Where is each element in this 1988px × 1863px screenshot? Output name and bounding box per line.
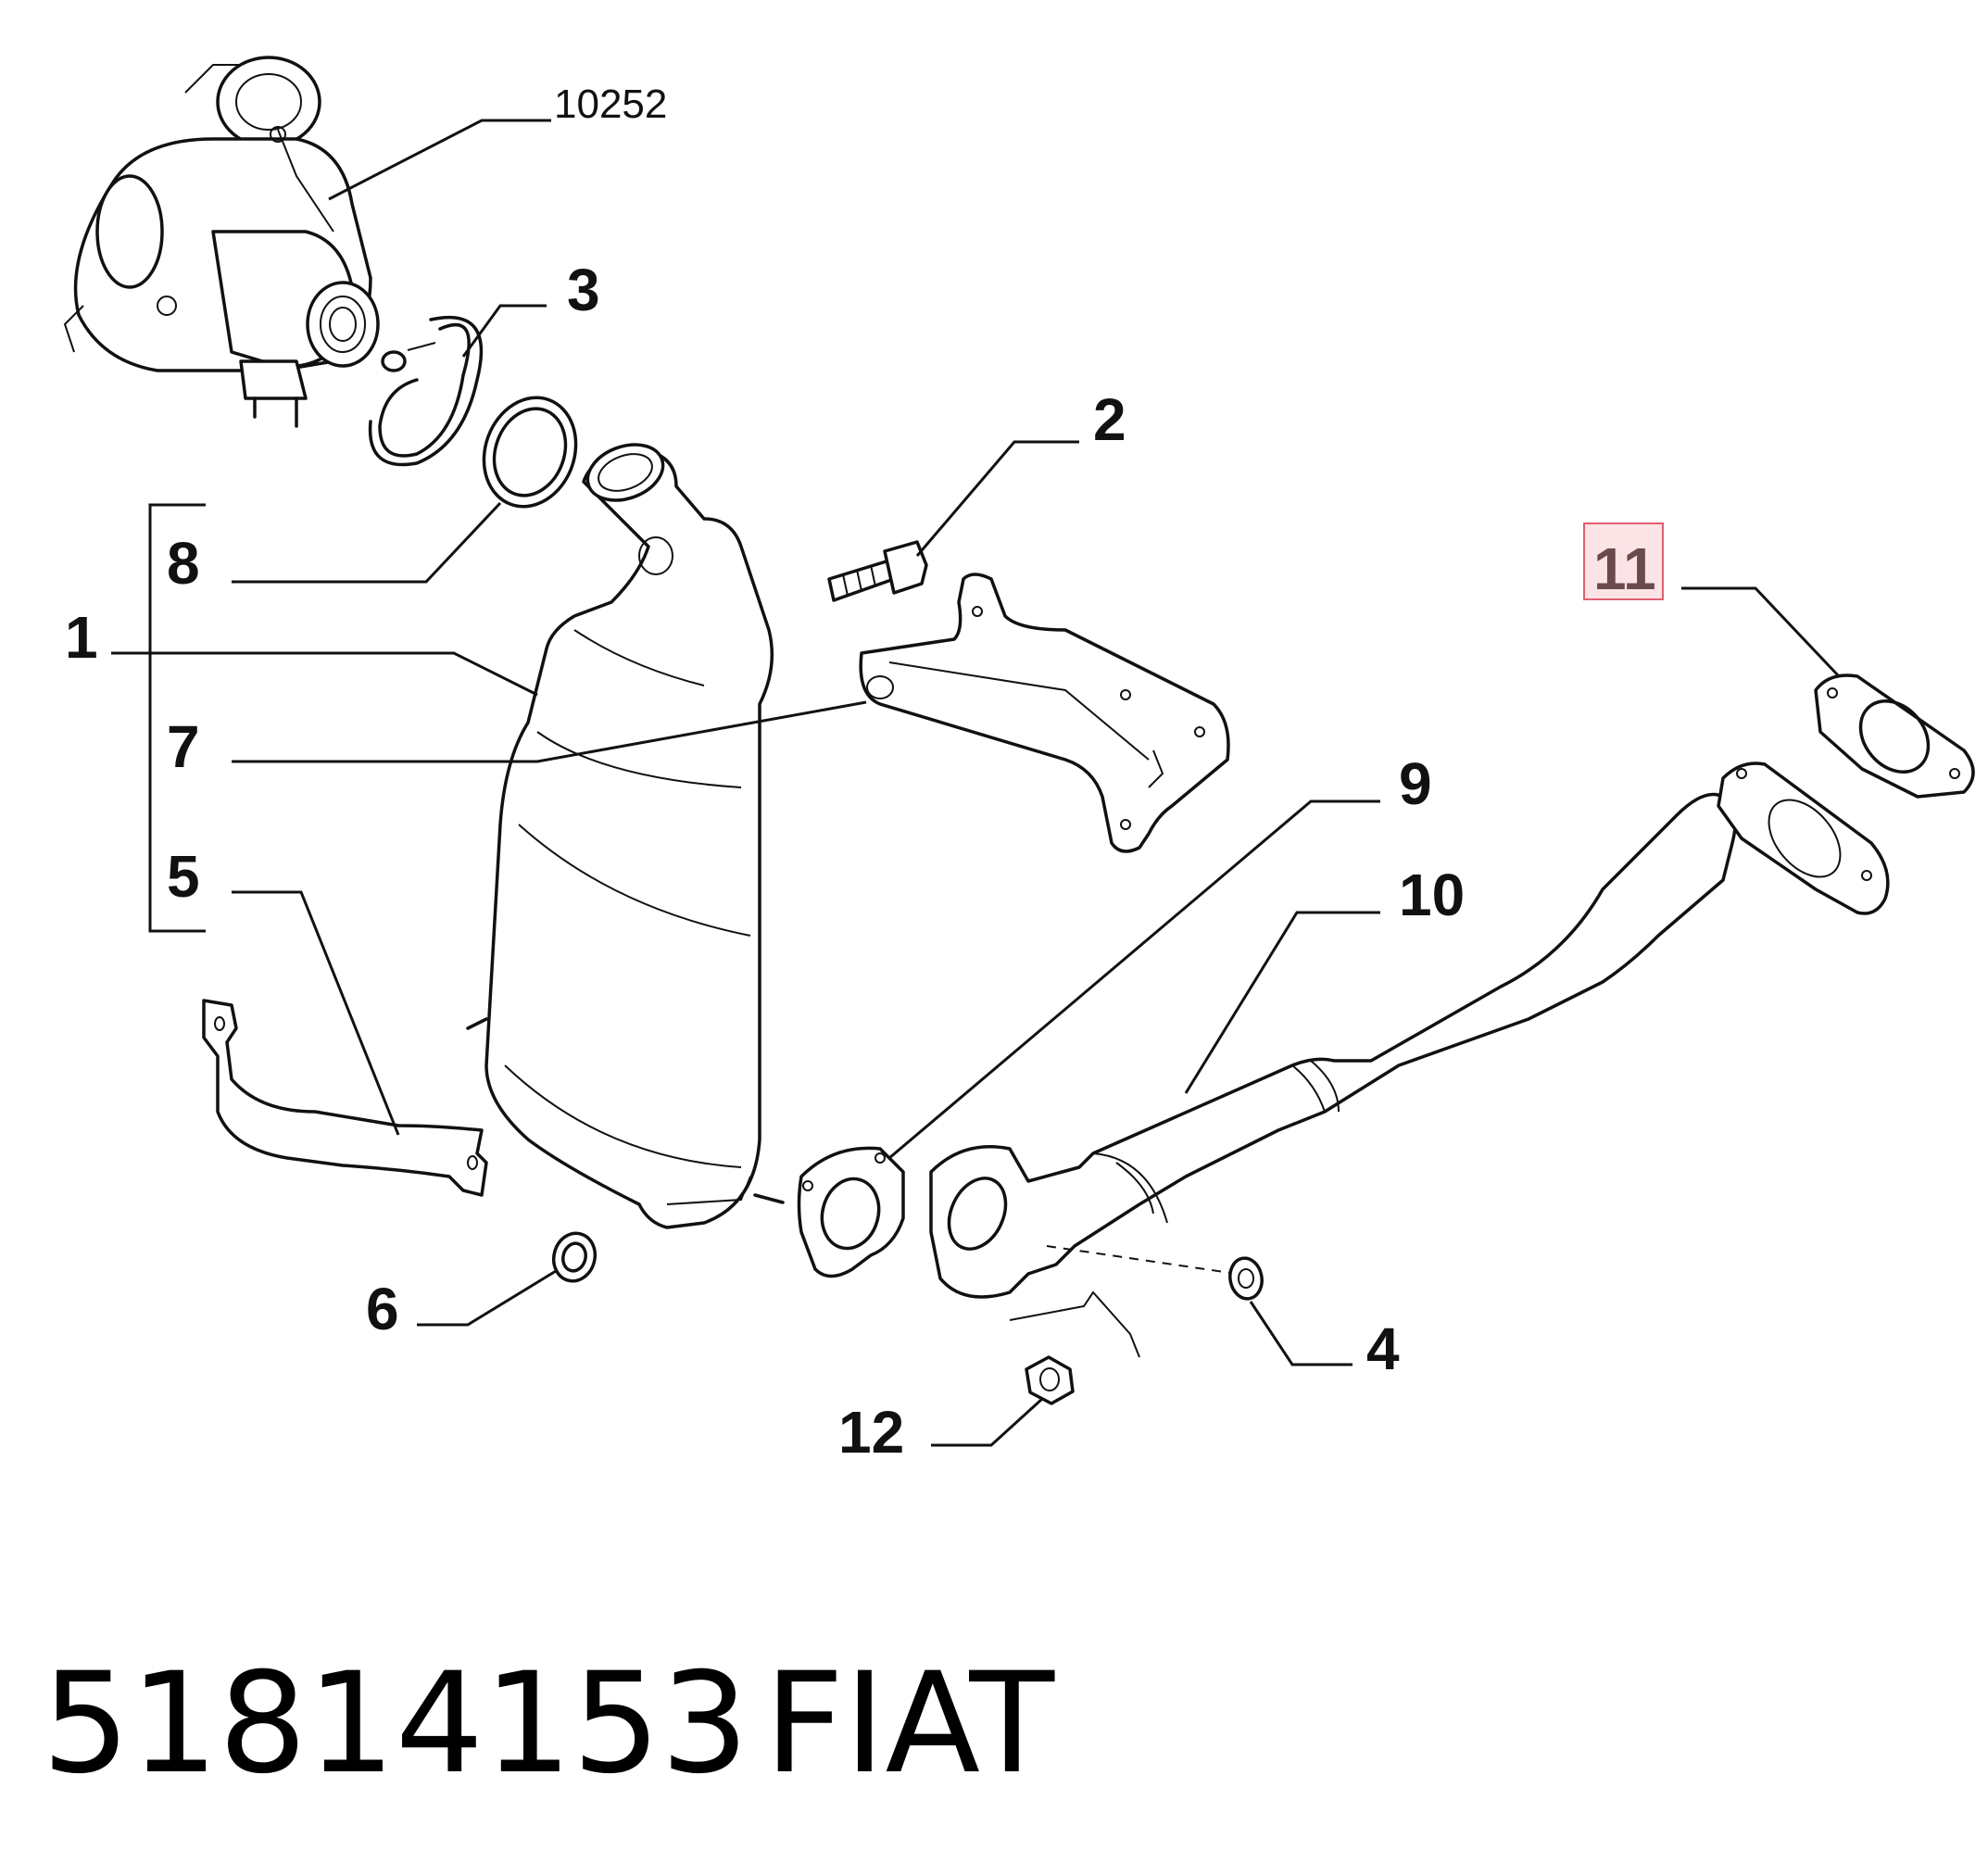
callout-5: 5 [167, 843, 200, 910]
front-pipe-drawing [929, 762, 1890, 1358]
leader-9 [888, 799, 1380, 1160]
callout-9: 9 [1399, 750, 1432, 817]
callout-11: 11 [1593, 535, 1656, 602]
leader-2 [915, 440, 1079, 557]
turbocharger-drawing [63, 56, 380, 428]
callout-1: 1 [65, 604, 98, 671]
callout-3: 3 [567, 257, 600, 323]
leader-8 [232, 501, 502, 584]
callout-12: 12 [838, 1399, 904, 1466]
callout-6: 6 [366, 1276, 399, 1342]
strap-drawing [202, 999, 488, 1197]
brand-caption: FIAT [764, 1643, 1055, 1805]
callout-8: 8 [167, 530, 200, 597]
nut-12-drawing [1025, 1355, 1075, 1405]
flange-gasket-drawing [797, 1146, 905, 1278]
part-number-caption: 51814153 [42, 1643, 749, 1805]
leader-lines [111, 119, 1841, 1447]
clamp-drawing [368, 315, 484, 467]
callout-2: 2 [1093, 386, 1126, 453]
callout-11-highlight [1583, 522, 1664, 600]
bolt-drawing [827, 540, 928, 602]
leader-12 [931, 1397, 1044, 1447]
leader-7 [232, 700, 867, 763]
washer-drawing [551, 1231, 598, 1283]
leader-3 [461, 304, 547, 358]
group-bracket [148, 503, 206, 933]
leader-1 [111, 651, 538, 697]
catalytic-converter-drawing [466, 443, 785, 1229]
nut-4-drawing [1228, 1256, 1264, 1301]
leader-6 [417, 1269, 557, 1327]
callout-10: 10 [1399, 862, 1465, 928]
callout-7: 7 [167, 713, 200, 780]
leader-4 [1249, 1301, 1353, 1366]
gasket-ring-drawing [482, 396, 578, 509]
leader-5 [232, 890, 400, 1136]
callout-4: 4 [1366, 1315, 1400, 1382]
leader-10252 [328, 119, 551, 201]
bracket-drawing [859, 573, 1230, 853]
leader-11 [1681, 586, 1841, 678]
callout-10252: 10252 [554, 82, 667, 127]
leader-10 [1184, 911, 1380, 1094]
rear-flange-gasket-drawing [1814, 673, 1975, 799]
